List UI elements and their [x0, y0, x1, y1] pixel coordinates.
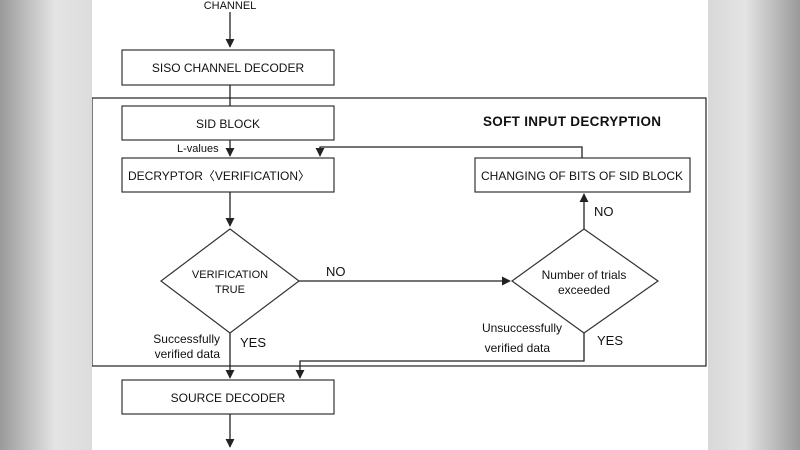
verification-yes-label: YES	[240, 335, 266, 350]
verification-diamond: VERIFICATION TRUE	[160, 228, 300, 334]
siso-channel-decoder-label: SISO CHANNEL DECODER	[152, 61, 305, 75]
channel-label: CHANNEL	[204, 0, 257, 12]
success-line2: verified data	[155, 347, 221, 361]
source-decoder-box: SOURCE DECODER	[121, 379, 335, 415]
trials-no-label: NO	[594, 204, 614, 219]
source-decoder-label: SOURCE DECODER	[171, 391, 286, 405]
success-line1: Successfully	[153, 332, 220, 346]
verification-line1: VERIFICATION	[192, 269, 268, 281]
unsuccess-line2: verified data	[485, 341, 551, 355]
verification-no-label: NO	[326, 264, 346, 279]
trials-line2: exceeded	[558, 283, 610, 297]
diagram-canvas: CHANNEL SISO CHANNEL DECODER SOFT INPUT …	[92, 0, 708, 450]
verification-line2: TRUE	[215, 284, 245, 296]
changing-bits-box: CHANGING OF BITS OF SID BLOCK	[474, 157, 691, 193]
sid-block-box: SID BLOCK	[121, 105, 335, 141]
siso-channel-decoder-box: SISO CHANNEL DECODER	[121, 49, 335, 86]
flowchart: CHANNEL SISO CHANNEL DECODER SOFT INPUT …	[92, 0, 707, 448]
trials-yes-label: YES	[597, 333, 623, 348]
sid-block-label: SID BLOCK	[196, 117, 260, 131]
arrow-trials-yes	[295, 333, 585, 379]
unsuccess-line1: Unsuccessfully	[482, 321, 562, 335]
soft-input-decryption-frame	[92, 97, 707, 367]
section-title: SOFT INPUT DECRYPTION	[483, 114, 661, 129]
decryptor-box: DECRYPTOR〈VERIFICATION〉	[121, 157, 335, 193]
trials-diamond: Number of trials exceeded	[510, 228, 660, 334]
arrow-changing-to-decryptor	[315, 146, 583, 158]
decryptor-label: DECRYPTOR〈VERIFICATION〉	[128, 169, 310, 183]
trials-line1: Number of trials	[542, 268, 627, 282]
l-values-label: L-values	[177, 143, 219, 155]
changing-bits-label: CHANGING OF BITS OF SID BLOCK	[481, 169, 683, 183]
